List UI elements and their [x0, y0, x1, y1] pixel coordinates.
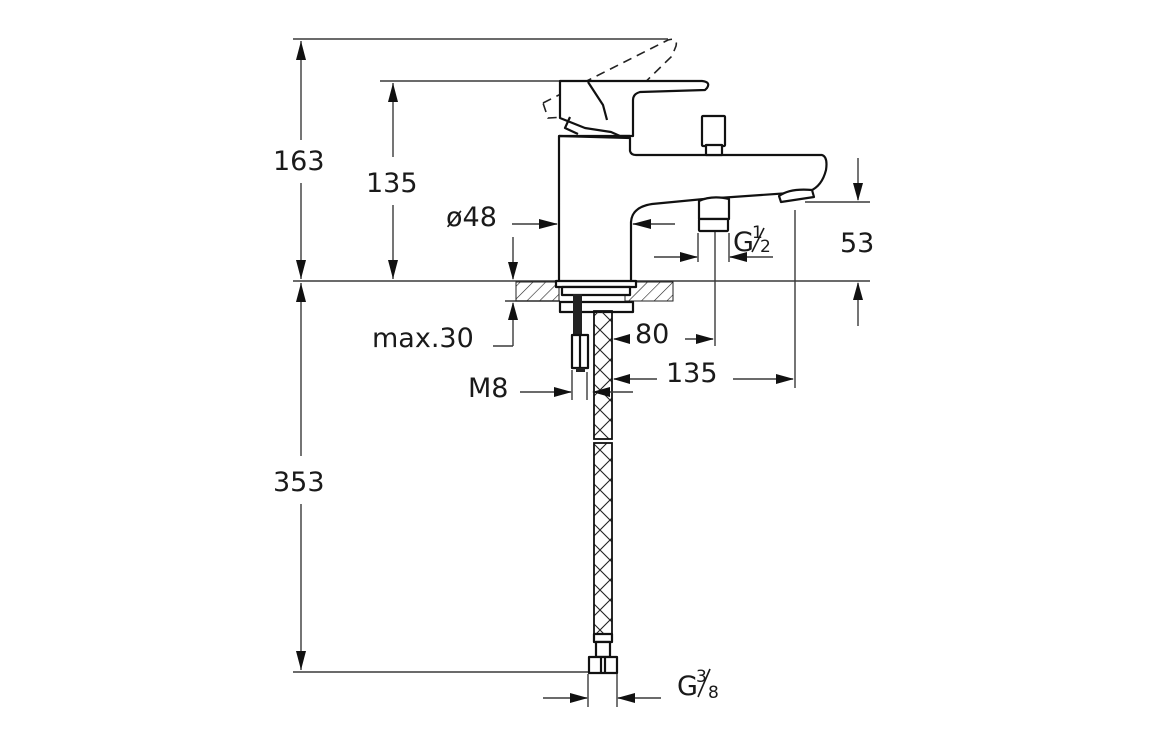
dim-80-label: 80 [635, 319, 669, 350]
dimension-spout-height: 53 [840, 158, 874, 326]
dim-163-label: 163 [273, 146, 325, 177]
dim-135-projection-label: 135 [666, 358, 718, 389]
dimension-hose-length: 353 [273, 283, 325, 670]
dimension-outlet-projection: 80 [613, 319, 714, 350]
dimension-body-diameter: ø48 [446, 202, 675, 233]
threaded-fixing-rod [570, 294, 590, 372]
dim-m8-label: M8 [468, 373, 508, 404]
dimension-overall-height: 163 [273, 41, 325, 279]
g38-denominator: 8 [708, 683, 719, 703]
dimension-spout-projection: 135 [613, 358, 794, 389]
g12-prefix: G [733, 227, 754, 258]
dim-135-height-label: 135 [366, 168, 418, 199]
mixer-body [554, 79, 828, 289]
dimension-body-height: 135 [366, 83, 418, 279]
g12-numerator: 1 [752, 223, 763, 243]
g38-numerator: 3 [696, 667, 707, 687]
dim-353-label: 353 [273, 467, 325, 498]
spout-outlet [777, 188, 816, 204]
braided-flexible-hose [592, 310, 614, 659]
g38-prefix: G [677, 671, 698, 702]
dimension-fixing-rod: M8 [468, 370, 633, 404]
dimension-hose-thread: G 3 8 [543, 667, 719, 707]
dim-53-label: 53 [840, 228, 874, 259]
dim-48-label: ø48 [446, 202, 497, 233]
hand-shower-connection [697, 196, 731, 233]
mounting-plate [558, 285, 635, 314]
hose-nut [587, 655, 619, 675]
dimension-outlet-thread: G 1 2 [654, 223, 773, 262]
g12-denominator: 2 [760, 237, 771, 257]
deck-countertop [515, 281, 674, 302]
diverter-knob [700, 114, 727, 157]
dimension-deck-thickness: max.30 [372, 237, 518, 354]
dim-max30-label: max.30 [372, 323, 474, 354]
